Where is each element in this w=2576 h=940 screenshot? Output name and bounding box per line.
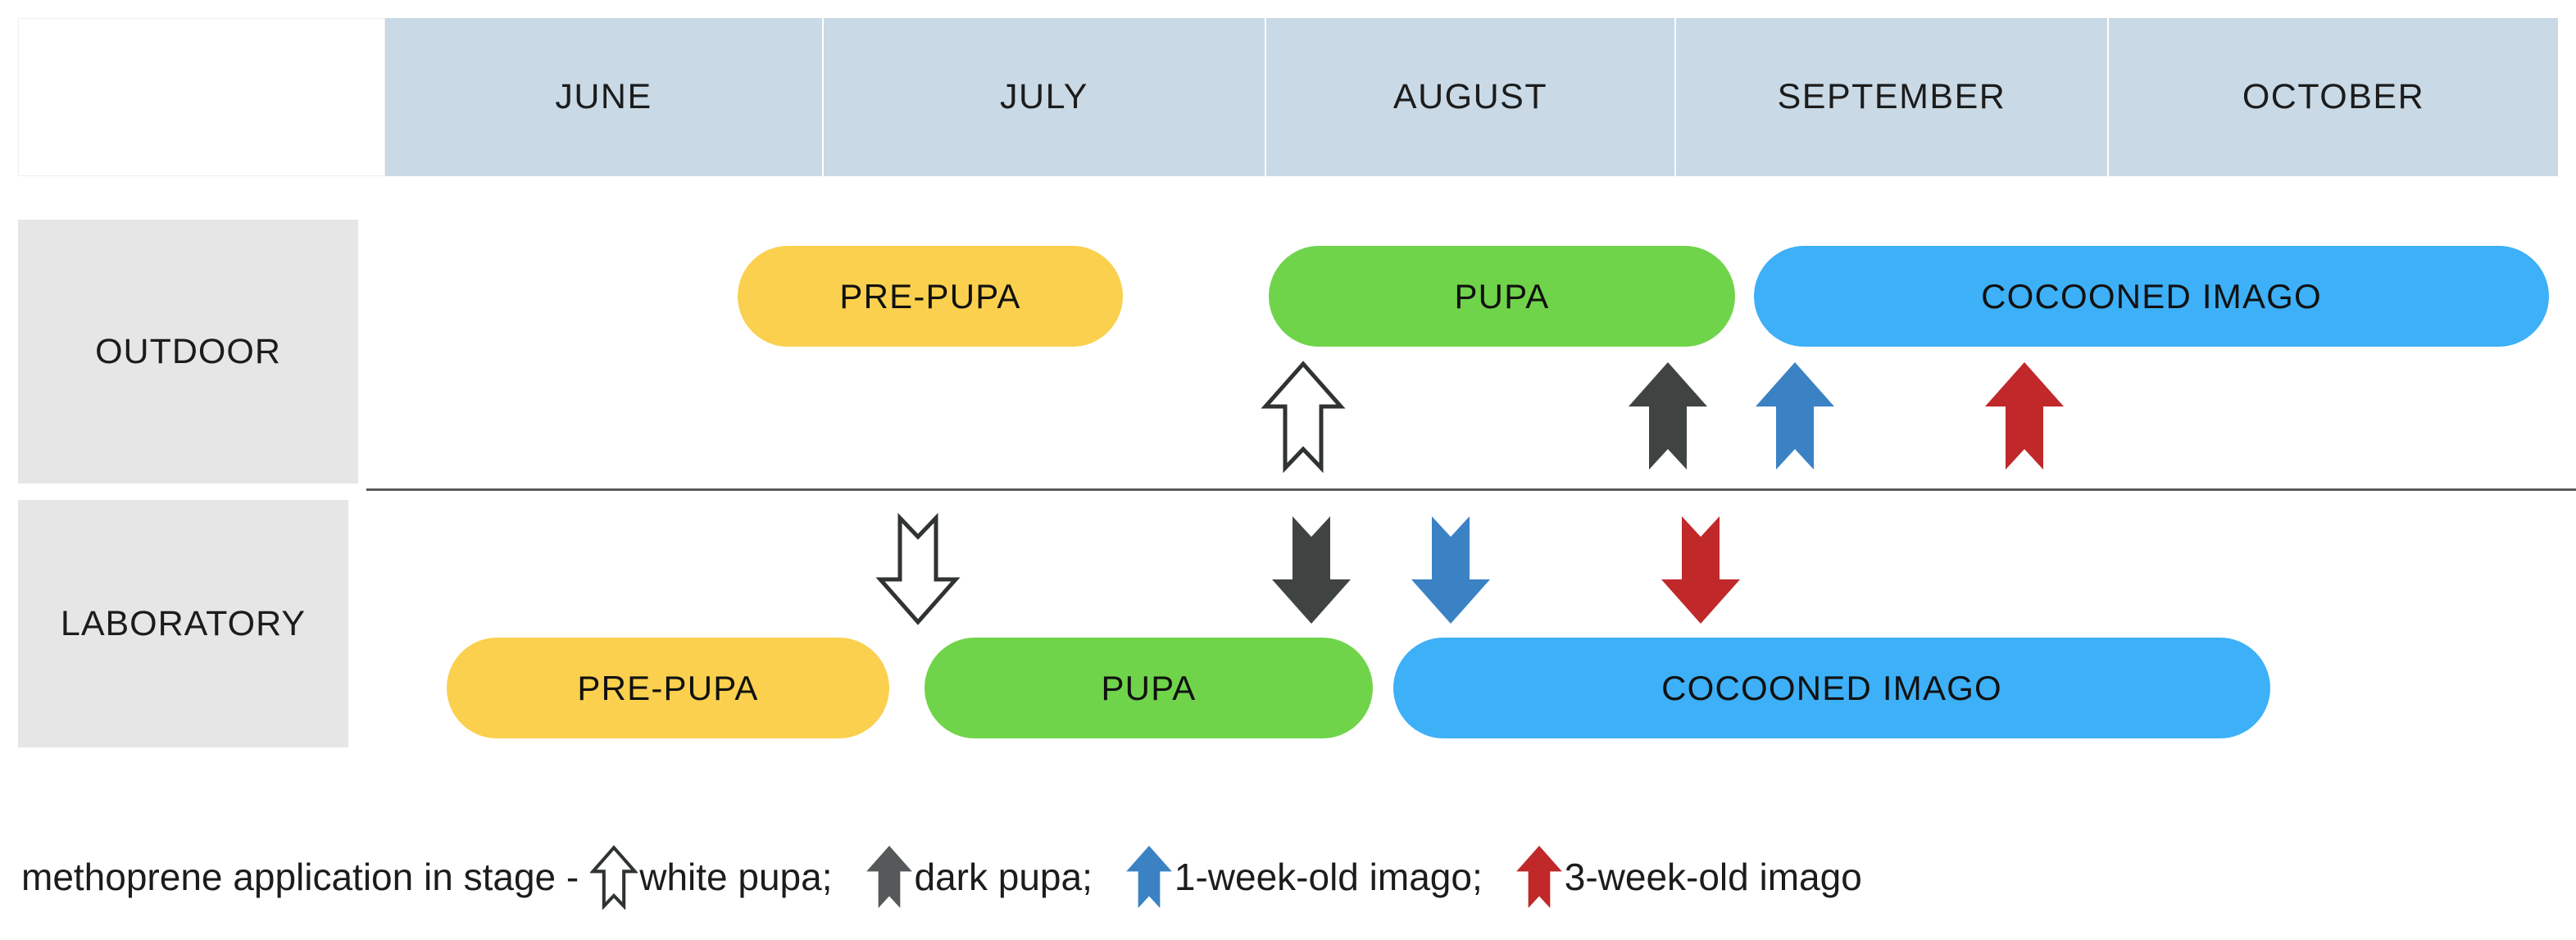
legend-intro-text: methoprene application in stage - <box>21 856 579 898</box>
legend-white-arrow-icon <box>590 844 638 910</box>
outdoor-bar-pre-pupa: PRE-PUPA <box>738 246 1123 347</box>
legend-blue-arrow-icon <box>1125 844 1173 910</box>
legend-red-arrow-icon <box>1515 844 1563 910</box>
outdoor-marker-3-week-imago-arrow-icon <box>1983 361 2065 471</box>
month-header-june: JUNE <box>385 18 824 176</box>
month-header-august: AUGUST <box>1266 18 1676 176</box>
legend-label-3-week-imago: 3-week-old imago <box>1564 856 1862 898</box>
laboratory-marker-3-week-imago-arrow-icon <box>1660 512 1742 625</box>
legend-label-white-pupa: white pupa; <box>639 856 833 898</box>
laboratory-bar-pupa: PUPA <box>925 638 1373 738</box>
laboratory-marker-1-week-imago-arrow-icon <box>1410 512 1492 625</box>
month-header-september: SEPTEMBER <box>1676 18 2109 176</box>
legend-dark-arrow-icon <box>865 844 913 910</box>
row-label-laboratory: LABORATORY <box>18 500 348 747</box>
row-divider <box>366 488 2576 491</box>
laboratory-bar-pre-pupa: PRE-PUPA <box>447 638 889 738</box>
outdoor-marker-dark-pupa-arrow-icon <box>1627 361 1709 471</box>
month-header-row: JUNE JULY AUGUST SEPTEMBER OCTOBER <box>18 18 2558 176</box>
legend-label-1-week-imago: 1-week-old imago; <box>1174 856 1483 898</box>
row-label-outdoor: OUTDOOR <box>18 220 358 484</box>
month-header-july: JULY <box>824 18 1266 176</box>
legend-label-dark-pupa: dark pupa; <box>914 856 1093 898</box>
legend: methoprene application in stage - white … <box>21 844 1862 910</box>
header-corner-cell <box>18 18 385 176</box>
outdoor-marker-white-pupa-arrow-icon <box>1261 361 1346 474</box>
laboratory-marker-white-pupa-arrow-icon <box>875 512 961 625</box>
outdoor-bar-pupa: PUPA <box>1269 246 1735 347</box>
month-header-october: OCTOBER <box>2109 18 2558 176</box>
laboratory-marker-dark-pupa-arrow-icon <box>1270 512 1352 625</box>
outdoor-marker-1-week-imago-arrow-icon <box>1754 361 1836 471</box>
outdoor-bar-cocooned-imago: COCOONED IMAGO <box>1754 246 2549 347</box>
laboratory-bar-cocooned-imago: COCOONED IMAGO <box>1393 638 2270 738</box>
